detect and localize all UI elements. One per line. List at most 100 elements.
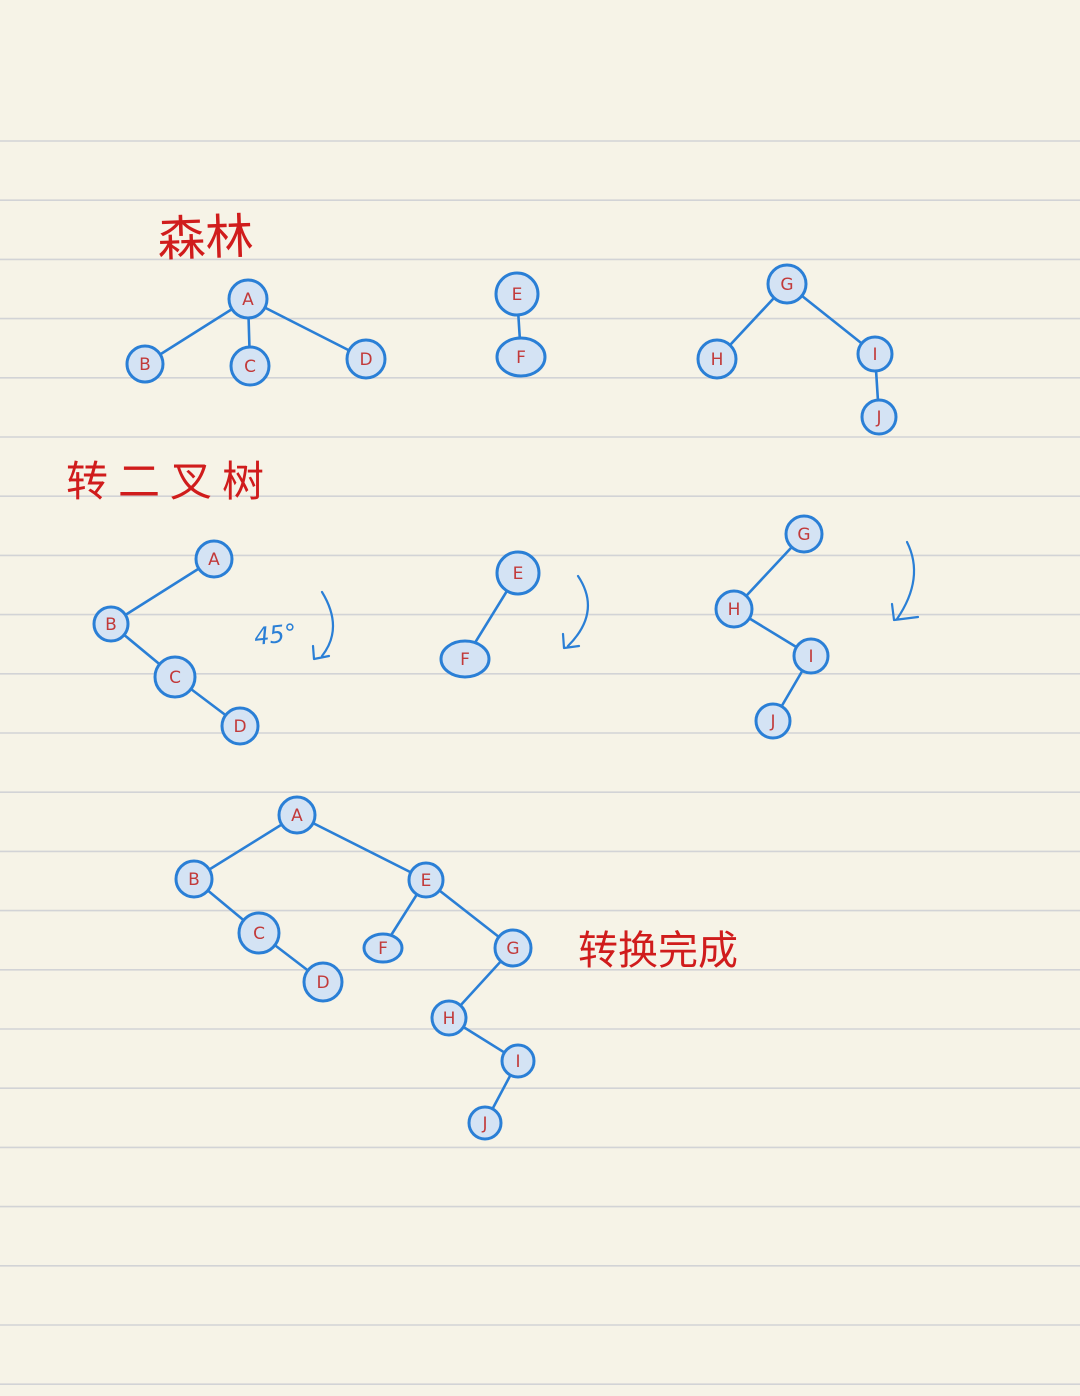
final-tree-node-h: H	[430, 999, 468, 1037]
tree-nodes: A B C D E F G H I J A B C D E F G H I J A B C D E F G H I J	[92, 263, 898, 1141]
forest-tree3-node-h: H	[696, 338, 738, 380]
node-circle	[362, 932, 404, 964]
node-circle	[792, 637, 830, 675]
node-circle	[784, 514, 824, 554]
node-circle	[227, 278, 269, 320]
node-circle	[439, 639, 491, 679]
forest-tree1-node-a: A	[227, 278, 269, 320]
forest-tree1-node-d: D	[345, 338, 387, 380]
final-tree-edge-a-e	[295, 813, 428, 882]
binary-tree1-node-a: A	[194, 539, 234, 579]
final-tree-node-e: E	[407, 861, 445, 899]
node-label: J	[769, 712, 775, 732]
final-tree-edge-a-b	[192, 813, 299, 881]
node-label: G	[506, 939, 519, 959]
node-label: F	[516, 348, 526, 368]
final-tree-node-d: D	[302, 961, 344, 1003]
node-circle	[237, 911, 281, 955]
binary-tree1-node-c: C	[153, 655, 197, 699]
node-circle	[696, 338, 738, 380]
node-circle	[860, 398, 898, 436]
final-tree-node-g: G	[493, 928, 533, 968]
binary-tree2-node-e: E	[495, 550, 541, 596]
node-label: H	[711, 350, 724, 370]
node-label: I	[872, 345, 877, 365]
node-label: B	[188, 870, 200, 890]
final-tree-node-a: A	[277, 795, 317, 835]
node-circle	[493, 928, 533, 968]
node-label: G	[780, 275, 793, 295]
heading-to-binary-tree: 转二叉树	[66, 457, 274, 506]
node-label: I	[515, 1052, 520, 1072]
node-circle	[302, 961, 344, 1003]
node-label: A	[242, 290, 254, 310]
node-label: A	[291, 806, 303, 826]
final-tree-node-c: C	[237, 911, 281, 955]
rotate-arrow-icon	[890, 540, 920, 622]
rotate-arrow-icon	[561, 574, 590, 650]
node-label: C	[169, 668, 181, 688]
final-tree-node-i: I	[500, 1043, 536, 1079]
binary-tree1-edge-a-b	[109, 557, 216, 626]
node-label: B	[139, 355, 151, 375]
node-label: G	[797, 525, 810, 545]
node-circle	[766, 263, 808, 305]
node-circle	[345, 338, 387, 380]
binary-tree3-node-j: J	[754, 702, 792, 740]
node-label: D	[233, 717, 246, 737]
forest-tree1-node-c: C	[229, 345, 271, 387]
binary-tree3-node-h: H	[714, 589, 754, 629]
node-label: F	[378, 939, 388, 959]
node-label: H	[728, 600, 741, 620]
node-label: E	[512, 285, 523, 305]
node-label: H	[443, 1009, 456, 1029]
node-label: C	[253, 924, 265, 944]
node-circle	[714, 589, 754, 629]
heading-forest: 森林	[156, 209, 254, 268]
binary-tree1-node-b: B	[92, 605, 130, 643]
node-label: I	[808, 647, 813, 667]
final-tree-node-b: B	[174, 859, 214, 899]
node-circle	[277, 795, 317, 835]
forest-tree1-edge-a-d	[246, 297, 368, 361]
binary-tree3-node-g: G	[784, 514, 824, 554]
node-circle	[194, 539, 234, 579]
node-circle	[220, 706, 260, 746]
node-label: A	[208, 550, 220, 570]
node-label: F	[460, 650, 470, 670]
forest-tree2-node-f: F	[495, 336, 547, 378]
node-circle	[153, 655, 197, 699]
forest-tree3-node-i: I	[856, 335, 894, 373]
node-circle	[174, 859, 214, 899]
node-circle	[495, 336, 547, 378]
binary-tree1-node-d: D	[220, 706, 260, 746]
node-circle	[754, 702, 792, 740]
node-circle	[229, 345, 271, 387]
forest-tree2-node-e: E	[494, 271, 540, 317]
node-circle	[407, 861, 445, 899]
forest-tree3-node-g: G	[766, 263, 808, 305]
node-label: E	[513, 564, 524, 584]
node-label: C	[244, 357, 256, 377]
rotate-arrow-icon	[311, 590, 334, 661]
node-label: J	[481, 1114, 487, 1134]
node-label: D	[359, 350, 372, 370]
node-circle	[125, 344, 165, 384]
node-circle	[467, 1105, 503, 1141]
binary-tree2-node-f: F	[439, 639, 491, 679]
final-tree-node-j: J	[467, 1105, 503, 1141]
node-circle	[856, 335, 894, 373]
heading-conversion-done: 转换完成	[578, 928, 738, 974]
forest-tree1-node-b: B	[125, 344, 165, 384]
node-circle	[500, 1043, 536, 1079]
node-circle	[494, 271, 540, 317]
angle-note: 45°	[253, 619, 298, 651]
node-label: J	[875, 408, 881, 428]
node-label: D	[316, 973, 329, 993]
node-label: E	[421, 871, 432, 891]
node-label: B	[105, 615, 117, 635]
forest-tree3-node-j: J	[860, 398, 898, 436]
binary-tree3-node-i: I	[792, 637, 830, 675]
